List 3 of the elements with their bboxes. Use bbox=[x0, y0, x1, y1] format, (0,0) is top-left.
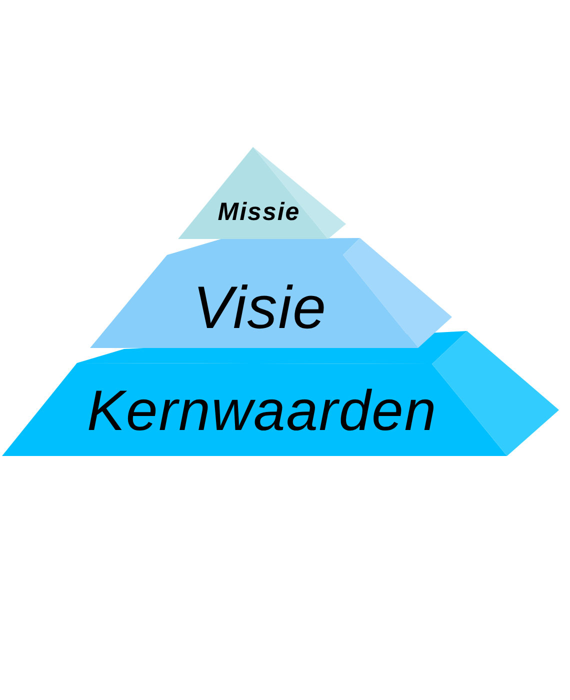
tier-label: Kernwaarden bbox=[86, 383, 438, 440]
tier-label: Missie bbox=[218, 200, 300, 225]
tier-label: Visie bbox=[193, 278, 327, 338]
